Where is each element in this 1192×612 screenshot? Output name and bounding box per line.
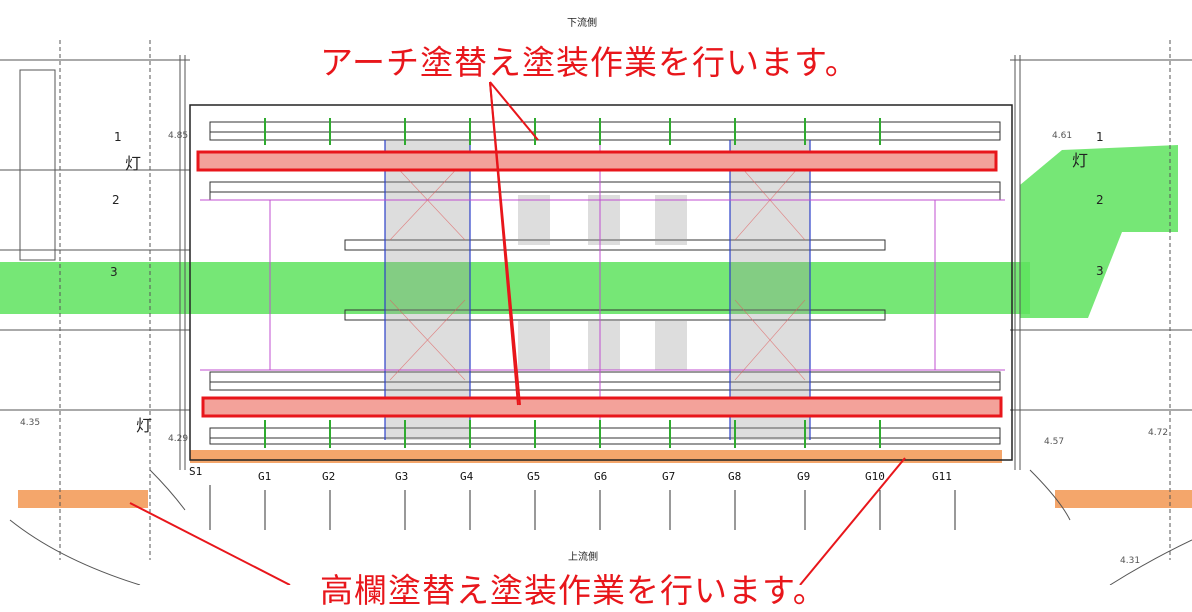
gray-block-5: [588, 320, 620, 370]
lamp-label-left-top: 灯: [125, 154, 142, 173]
callout-lines: [129, 81, 906, 585]
level-right-low: 4.31: [1120, 556, 1141, 566]
level-right-mid: 4.57: [1044, 437, 1065, 447]
hatching: [389, 159, 806, 381]
gray-block-1: [518, 195, 550, 245]
gray-band-right: [730, 140, 810, 440]
orange-band-right: [1055, 490, 1192, 508]
road-band-center: [0, 262, 1030, 314]
girder-label: G5: [527, 470, 541, 483]
girder-label: G1: [258, 470, 272, 483]
left-structure: [0, 40, 190, 585]
arch-painting-note: アーチ塗替え塗装作業を行います。: [320, 43, 859, 82]
rails-upper: [209, 121, 1001, 445]
arch-strip-lower: [201, 396, 1003, 418]
green-area-right: [1020, 145, 1178, 318]
orange-band-left: [18, 490, 148, 508]
orange-band-bottom: [190, 450, 1002, 463]
arch-strip-upper: [196, 150, 998, 172]
level-left-mid: 4.35: [20, 418, 41, 428]
girder-ticks: [209, 485, 956, 530]
magenta-frame: [200, 140, 1005, 440]
gray-block-3: [655, 195, 687, 245]
level-right-top: 4.61: [1052, 131, 1073, 141]
gray-block-6: [655, 320, 687, 370]
girder-label: G6: [594, 470, 608, 483]
section-mark-right-1: 1: [1096, 130, 1104, 144]
level-left-top: 4.85: [168, 131, 189, 141]
gray-block-2: [588, 195, 620, 245]
lamp-label-right-top: 灯: [1072, 151, 1089, 170]
green-posts: [264, 118, 881, 448]
blue-frame: [384, 140, 811, 440]
girder-start-label: S1: [189, 465, 203, 478]
girder-label: G10: [865, 470, 885, 483]
girder-label: G8: [728, 470, 742, 483]
level-left-low: 4.29: [168, 434, 189, 444]
section-mark-right-2: 2: [1096, 193, 1104, 207]
railing-painting-note: 高欄塗替え塗装作業を行います。: [320, 571, 827, 610]
section-mark-right-3: 3: [1096, 264, 1104, 278]
girder-label: G11: [932, 470, 952, 483]
level-right-far: 4.72: [1148, 428, 1169, 438]
section-mark-left-2: 2: [112, 193, 120, 207]
girder-label: G3: [395, 470, 409, 483]
gray-block-4: [518, 320, 550, 370]
section-mark-left-3: 3: [110, 265, 118, 279]
section-mark-left-1: 1: [114, 130, 122, 144]
upstream-label: 上流側: [568, 552, 598, 563]
downstream-label: 下流側: [567, 18, 597, 29]
gray-band-left: [385, 140, 470, 440]
lamp-label-left-bottom: 灯: [136, 416, 153, 435]
bridge-outline: [189, 104, 1013, 461]
girder-label: G2: [322, 470, 336, 483]
bridge-plan-drawing: [0, 40, 1192, 585]
right-structure: [1010, 40, 1192, 585]
girder-label: G9: [797, 470, 811, 483]
girder-label: G7: [662, 470, 676, 483]
girder-label: G4: [460, 470, 474, 483]
